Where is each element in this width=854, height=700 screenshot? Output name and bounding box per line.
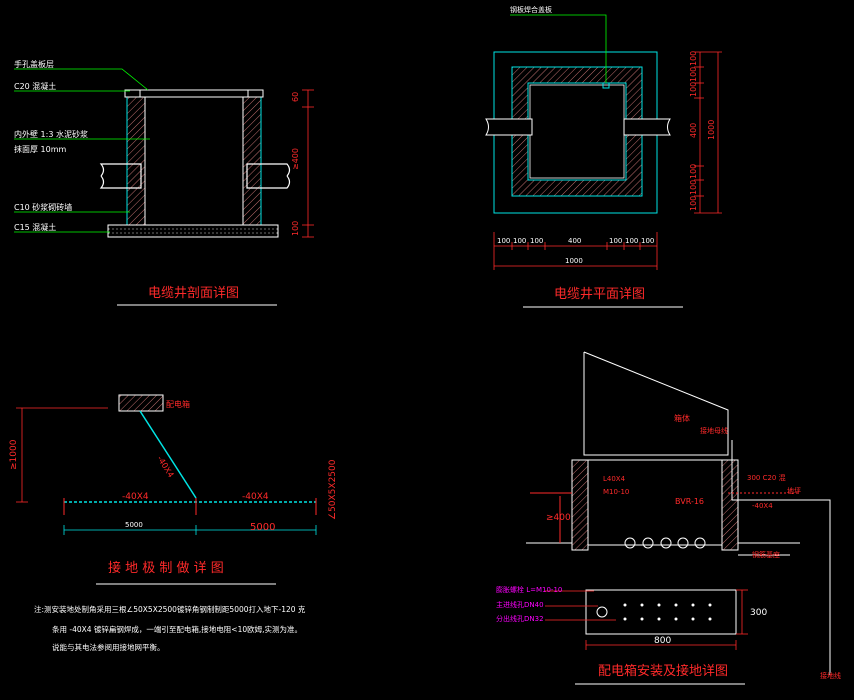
angle-label: ∠50X5X2500 xyxy=(328,459,338,520)
conc-label: 300 C20 混 xyxy=(747,473,786,482)
grounding-title: 接 地 极 制 做 详 图 xyxy=(108,560,224,576)
dim-r1: 100 xyxy=(689,51,698,66)
grounding-view: 配电箱 -40X4 ≥1000 -40X4 -40X4 ∠50X5X2500 5… xyxy=(9,394,338,652)
plan-view: 钢板焊合盖板 100 100 100 400 100 100 100 1000 xyxy=(485,5,722,308)
dim-b2: 100 xyxy=(513,237,526,245)
label-cover: 手孔盖板层 xyxy=(14,59,54,69)
ground-label: 地坪 xyxy=(787,486,801,495)
label-thickness: 抹面厚 10mm xyxy=(14,144,67,154)
pit-cavity xyxy=(144,96,244,226)
plan-left-pipe xyxy=(485,118,533,136)
diag-label: -40X4 xyxy=(155,454,175,479)
steel-label: 钢筋基座 xyxy=(752,550,780,559)
mount-plate xyxy=(585,589,737,635)
dim-b3: 100 xyxy=(530,237,543,245)
label-c20: C20 混凝土 xyxy=(14,81,56,91)
dist-box-symbol xyxy=(118,394,164,412)
plate-label-1: 膨胀螺栓 L=M10-10 xyxy=(496,585,562,594)
dim-b4: 400 xyxy=(568,237,581,245)
l40-label: L40X4 xyxy=(603,475,626,483)
left-pipe xyxy=(99,163,142,189)
plate-dim-w: 800 xyxy=(654,636,671,646)
label-mortar: 内外壁 1:3 水泥砂浆 xyxy=(14,129,88,139)
diag-conductor xyxy=(139,410,197,499)
plate-dim-h: 300 xyxy=(750,608,767,618)
ground-line-label: 接地母线 xyxy=(700,426,728,435)
section-view: 手孔盖板层 C20 混凝土 内外壁 1:3 水泥砂浆 抹面厚 10mm C10 … xyxy=(14,59,314,306)
dim-400: ≥400 xyxy=(291,148,300,170)
plan-title: 电缆井平面详图 xyxy=(554,286,645,302)
flat-label: -40X4 xyxy=(752,502,773,510)
dim-5000-b: 5000 xyxy=(250,522,275,533)
dim-r2: 100 xyxy=(689,67,698,82)
cover-slab xyxy=(124,89,264,98)
plate-label-2: 主进线孔DN40 xyxy=(496,600,544,609)
dim-60: 60 xyxy=(291,92,300,102)
dim-b6: 100 xyxy=(625,237,638,245)
label-c15: C15 混凝土 xyxy=(14,222,56,232)
dim-r5: 100 xyxy=(689,164,698,179)
found-left xyxy=(571,459,589,551)
dim-r-total: 1000 xyxy=(707,120,716,140)
dim-b7: 100 xyxy=(641,237,654,245)
dim-r7: 100 xyxy=(689,196,698,211)
note-line-3: 说能与其电法参阅用接地网平衡。 xyxy=(52,642,165,652)
left-wall xyxy=(126,96,146,226)
m10-label: M10-10 xyxy=(603,488,629,496)
box-body xyxy=(583,351,729,456)
dim-r3: 100 xyxy=(689,82,698,97)
found-right xyxy=(721,459,739,551)
dim-r4: 400 xyxy=(689,123,698,138)
depth-label: ≥1000 xyxy=(9,439,19,470)
depth-label-box: ≥400 xyxy=(546,513,571,523)
section-title: 电缆井剖面详图 xyxy=(148,285,239,301)
dim-b-total: 1000 xyxy=(565,257,583,265)
right-wall xyxy=(242,96,262,226)
bvr-label: BVR-16 xyxy=(675,497,704,506)
plan-top-label: 钢板焊合盖板 xyxy=(510,5,552,14)
strap-label-left: -40X4 xyxy=(122,492,149,502)
dim-b5: 100 xyxy=(609,237,622,245)
box-label-body: 箱体 xyxy=(674,413,690,423)
dim-r6: 100 xyxy=(689,180,698,195)
dist-box-title: 配电箱安装及接地详图 xyxy=(598,663,728,679)
plan-right-pipe xyxy=(623,118,671,136)
label-brick: C10 砂浆砌砖墙 xyxy=(14,202,72,212)
right-pipe xyxy=(246,163,291,189)
dim-100: 100 xyxy=(291,221,300,236)
box-label: 配电箱 xyxy=(166,399,190,409)
plate-label-3: 分出线孔DN32 xyxy=(496,614,544,623)
note-line-1: 注:测安装地处制角采用三根∠50X5X2500镀锌角钢制制距5000打入地下-1… xyxy=(34,604,306,614)
base-slab xyxy=(107,224,279,238)
note-line-2: 条用 -40X4 镀锌扁钢焊成，一端引至配电箱,接地电阻<10欧姆,实测为准。 xyxy=(52,624,302,634)
ground-wire-label: 接地线 xyxy=(820,671,841,680)
strap-label-right: -40X4 xyxy=(242,492,269,502)
inner-pit xyxy=(527,82,627,181)
dist-box-view: 箱体 接地母线 ≥400 L40X4 M10-10 BVR-16 300 C20… xyxy=(496,351,841,685)
dim-b1: 100 xyxy=(497,237,510,245)
dim-5000-a: 5000 xyxy=(125,521,143,529)
main-hole xyxy=(596,606,608,618)
